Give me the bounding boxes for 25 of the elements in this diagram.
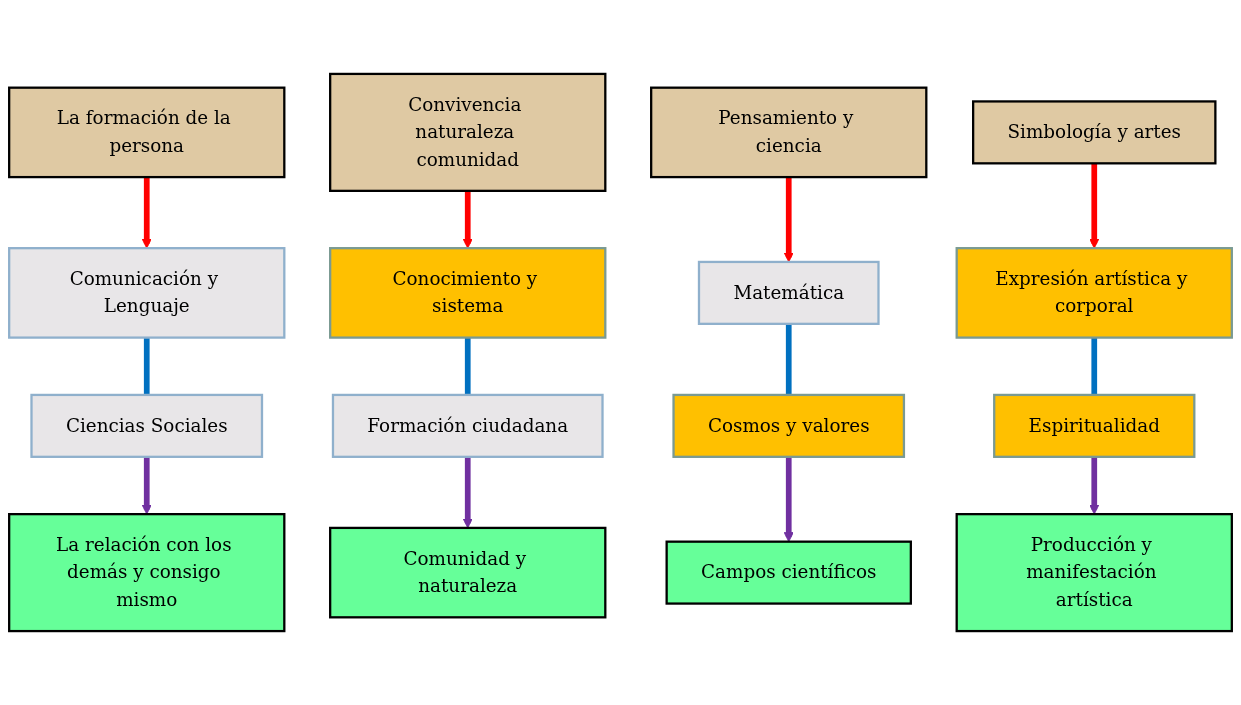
arrow — [1089, 163, 1100, 249]
node-box: Pensamiento y ciencia — [650, 86, 928, 179]
node-box: Cosmos y valores — [672, 393, 906, 458]
arrow — [1089, 456, 1100, 515]
node-box: La relación con los demás y consigo mismo — [8, 513, 286, 633]
node-box: Formación ciudadana — [331, 393, 604, 458]
node-box: Matemática — [697, 260, 880, 325]
arrow — [141, 456, 152, 515]
node-box: Espiritualidad — [993, 393, 1196, 458]
node-box: Producción y manifestación artística — [955, 513, 1233, 633]
connector — [1091, 337, 1098, 395]
node-box: Convivencia naturaleza comunidad — [329, 72, 607, 192]
connector — [785, 323, 792, 395]
arrow — [141, 177, 152, 249]
connector — [143, 337, 150, 395]
node-box: Conocimiento y sistema — [329, 247, 607, 339]
node-box: Comunidad y naturaleza — [329, 526, 607, 619]
node-box: Ciencias Sociales — [30, 393, 264, 458]
connector — [464, 337, 471, 395]
node-box: Campos científicos — [665, 540, 912, 605]
arrow — [462, 190, 473, 249]
node-box: La formación de la persona — [8, 86, 286, 179]
node-box: Expresión artística y corporal — [955, 247, 1233, 339]
node-box: Comunicación y Lenguaje — [8, 247, 286, 339]
node-box: Simbología y artes — [972, 100, 1217, 165]
